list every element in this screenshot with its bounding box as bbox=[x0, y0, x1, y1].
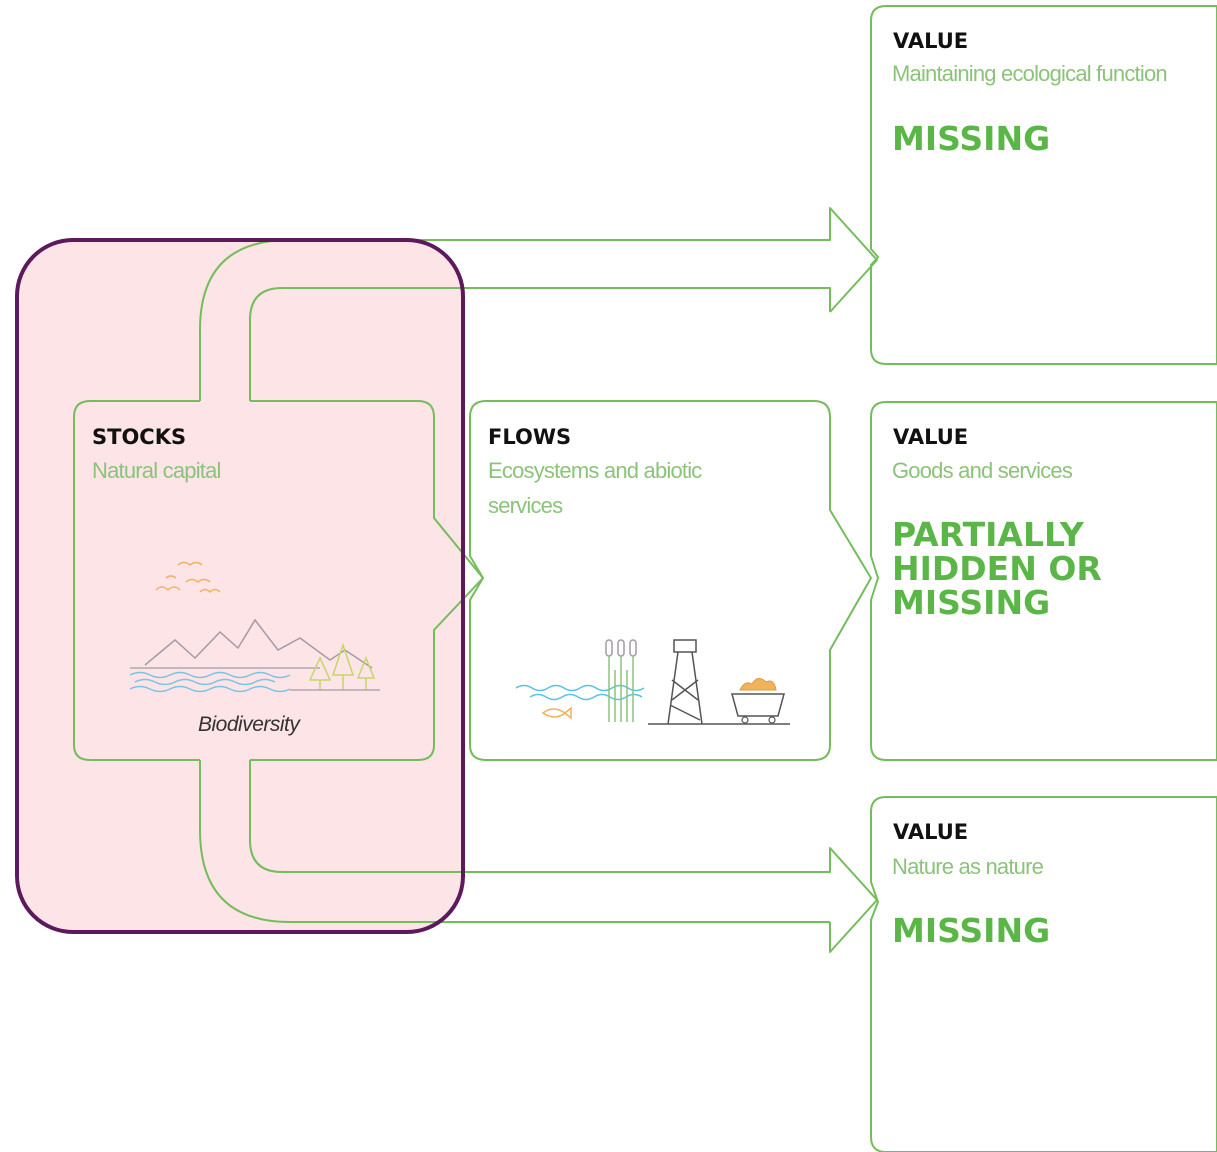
value-2-subtitle: Goods and services bbox=[892, 458, 1073, 483]
value-3-heading: VALUE bbox=[893, 820, 969, 844]
value-1-heading: VALUE bbox=[893, 29, 969, 53]
value-2-heading: VALUE bbox=[893, 425, 969, 449]
value-3-subtitle: Nature as nature bbox=[892, 854, 1044, 879]
flows-subtitle: Ecosystems and abiotic services bbox=[488, 458, 702, 518]
stocks-highlight-border bbox=[15, 238, 465, 934]
stocks-highlight-region bbox=[17, 240, 463, 932]
flows-box bbox=[469, 400, 873, 761]
lower-arrow-inner bbox=[249, 760, 878, 953]
value-1-subtitle: Maintaining ecological function bbox=[892, 61, 1168, 86]
stocks-illustration-icon bbox=[129, 561, 380, 693]
flows-heading: FLOWS bbox=[488, 425, 572, 449]
value-1-status: MISSING bbox=[892, 119, 1051, 158]
value-3-status: MISSING bbox=[892, 911, 1051, 950]
value-box-2 bbox=[870, 401, 1217, 761]
value-box-1 bbox=[870, 5, 1217, 365]
lower-arrow-outer bbox=[199, 760, 830, 923]
stocks-subtitle: Natural capital bbox=[92, 458, 221, 483]
upper-arrow-inner bbox=[249, 287, 831, 401]
upper-arrow-outer bbox=[199, 207, 878, 401]
stocks-heading: STOCKS bbox=[92, 425, 187, 449]
stocks-caption: Biodiversity bbox=[198, 713, 300, 736]
flows-illustration-icon bbox=[515, 639, 790, 725]
stocks-box bbox=[73, 400, 485, 761]
value-2-status: PARTIALLY HIDDEN OR MISSING bbox=[892, 515, 1102, 622]
